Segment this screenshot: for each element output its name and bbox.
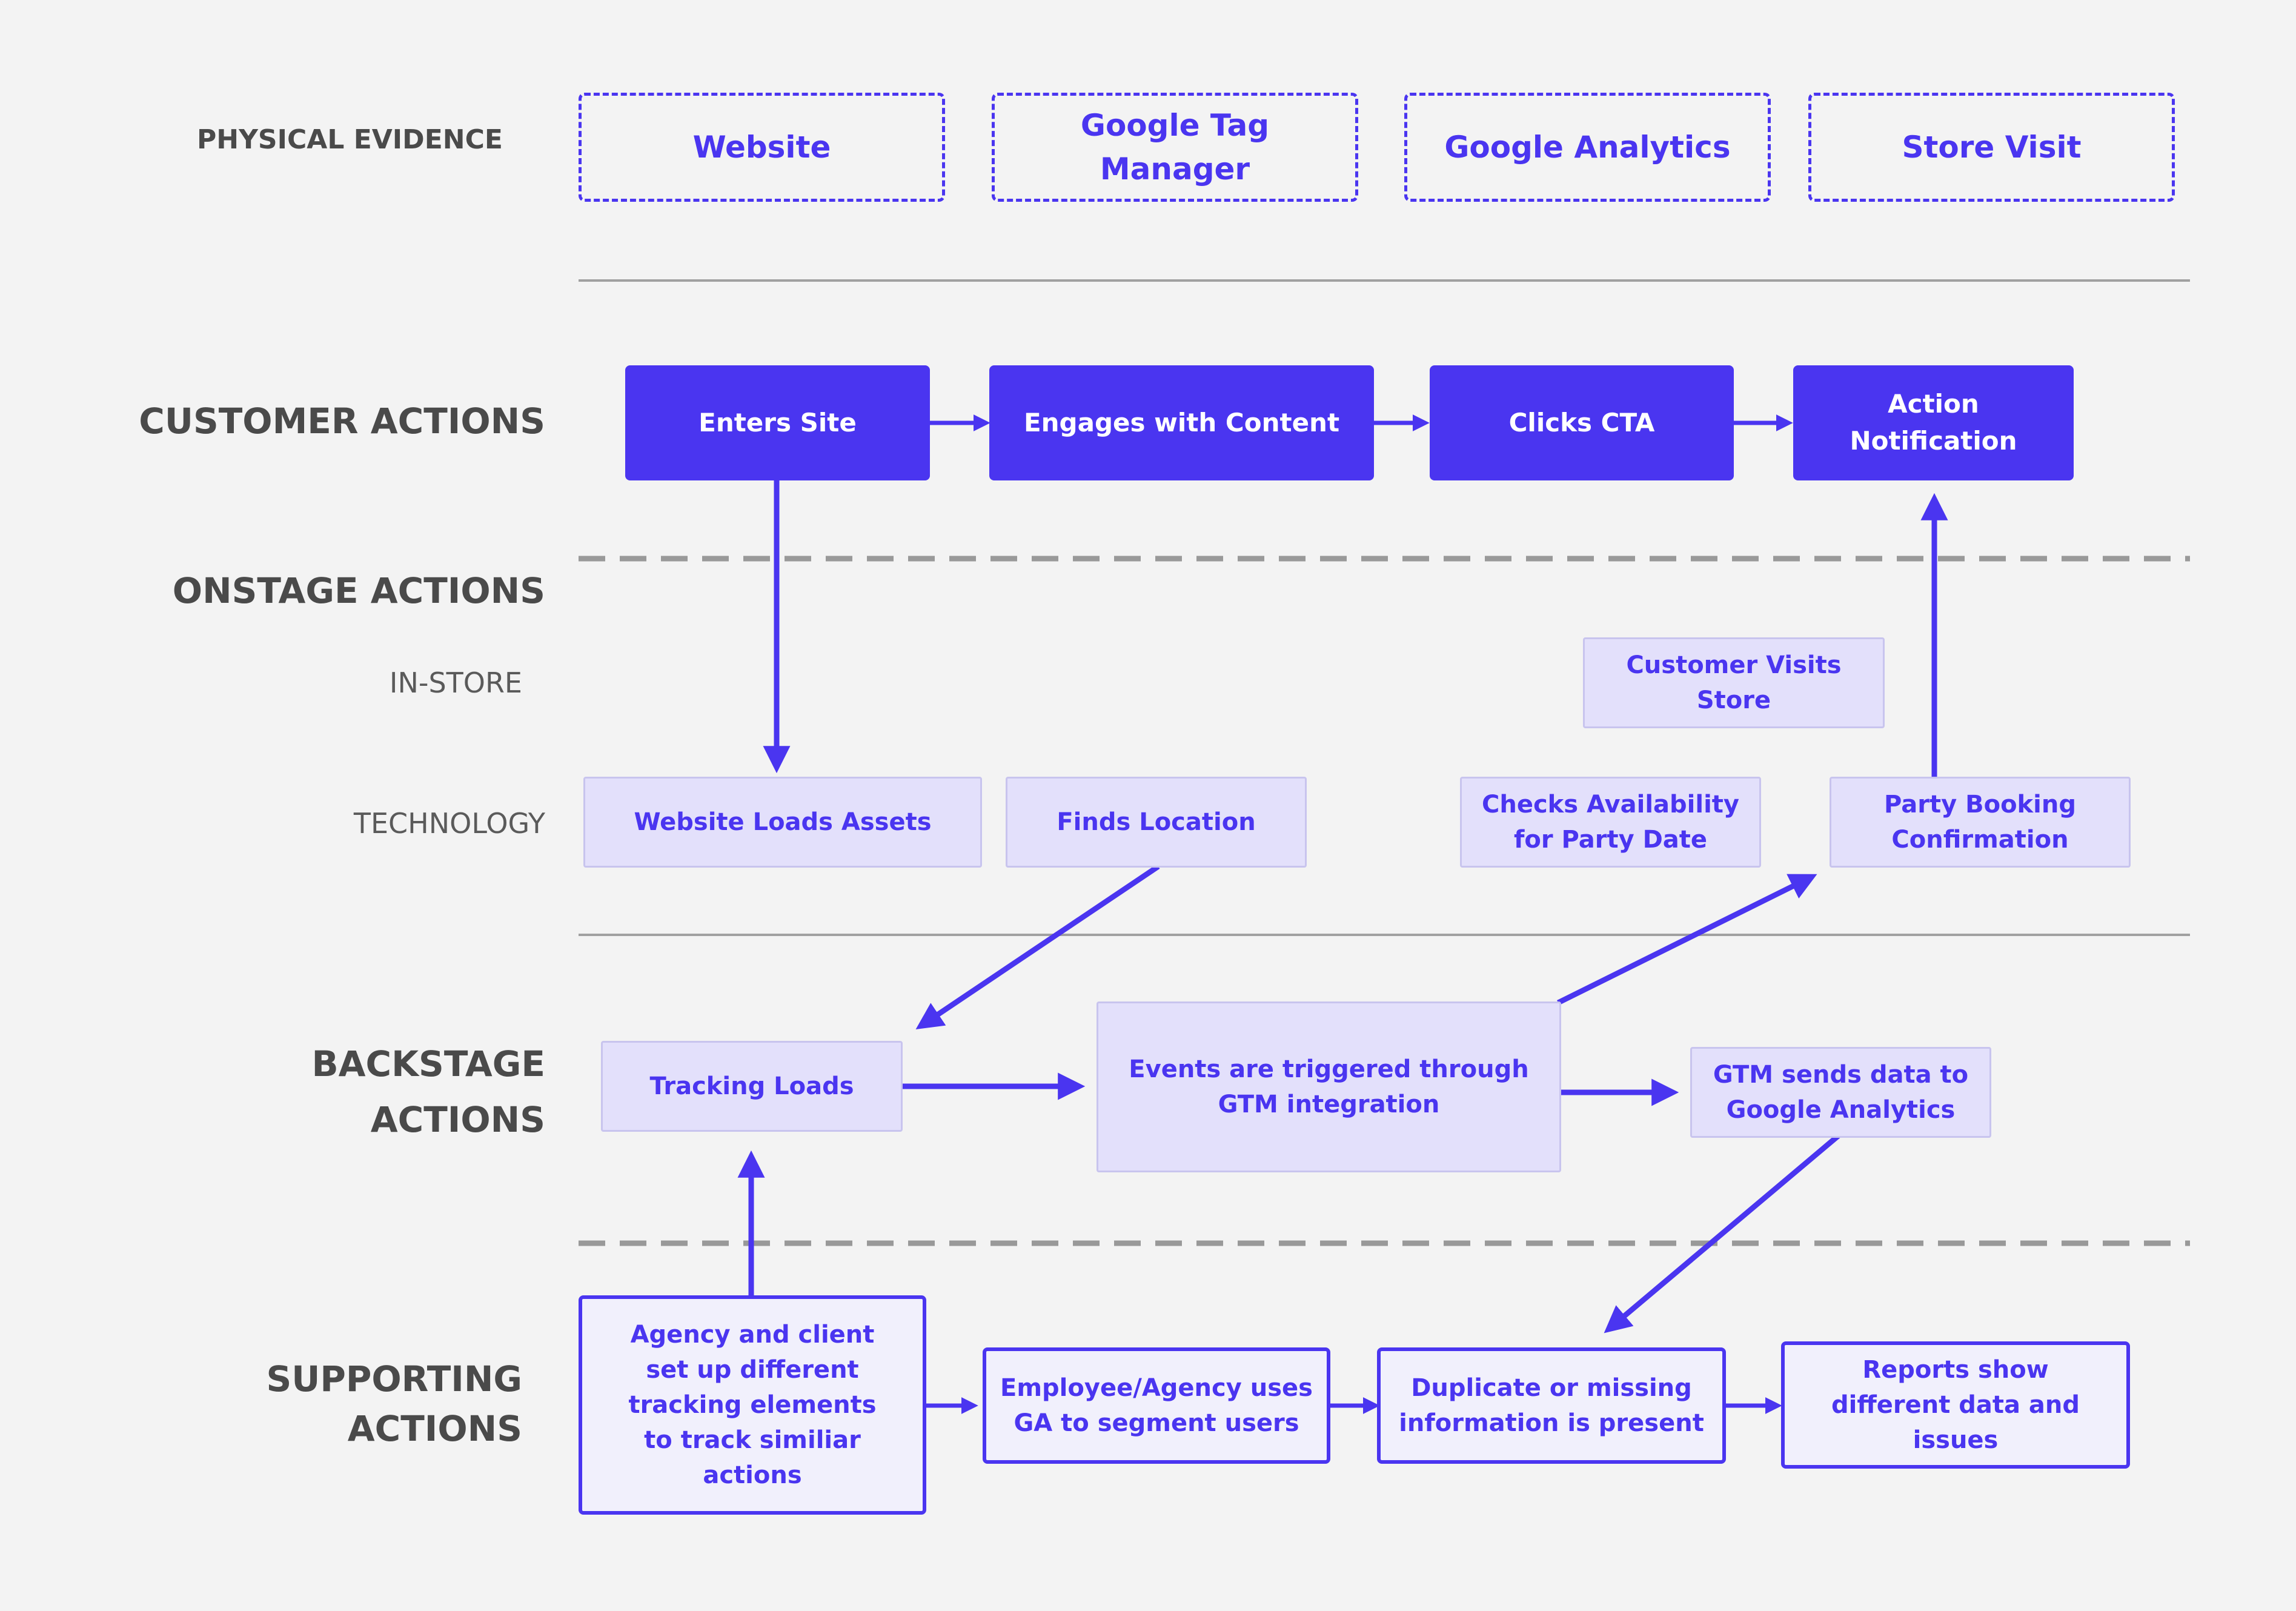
onstage-website-loads-assets[interactable]: Website Loads Assets	[583, 777, 982, 868]
customer-action-engages-with-content[interactable]: Engages with Content	[989, 365, 1374, 480]
lane-label-onstage-actions: ONSTAGE ACTIONS	[172, 570, 545, 611]
lane-label-backstage-line2: ACTIONS	[370, 1099, 545, 1140]
lane-sublabel-in-store: IN-STORE	[389, 666, 522, 699]
arrow-gtm-sends-to-duplicate	[1604, 1131, 1843, 1334]
evidence-google-tag-manager[interactable]: Google Tag Manager	[992, 93, 1358, 202]
lane-label-supporting-line2: ACTIONS	[347, 1408, 522, 1449]
customer-action-enters-site[interactable]: Enters Site	[625, 365, 930, 480]
lane-label-backstage-actions: BACKSTAGE ACTIONS	[311, 1036, 545, 1148]
lane-label-supporting-actions: SUPPORTING ACTIONS	[266, 1354, 522, 1453]
lane-label-backstage-line1: BACKSTAGE	[311, 1043, 545, 1085]
lane-sublabel-technology: TECHNOLOGY	[353, 807, 545, 840]
arrow-events-to-party-booking	[1556, 874, 1817, 1006]
supporting-reports-show[interactable]: Reports show different data and issues	[1781, 1341, 2130, 1469]
backstage-gtm-sends-data[interactable]: GTM sends data to Google Analytics	[1690, 1047, 1991, 1138]
evidence-store-visit[interactable]: Store Visit	[1808, 93, 2175, 202]
lane-label-customer-actions: CUSTOMER ACTIONS	[139, 400, 545, 442]
onstage-customer-visits-store[interactable]: Customer Visits Store	[1583, 637, 1885, 728]
supporting-agency-setup[interactable]: Agency and client set up different track…	[579, 1295, 926, 1515]
arrow-finds-location-to-tracking	[915, 864, 1160, 1030]
lane-label-physical-evidence: PHYSICAL EVIDENCE	[197, 124, 503, 155]
evidence-website[interactable]: Website	[579, 93, 945, 202]
lane-label-supporting-line1: SUPPORTING	[266, 1358, 522, 1400]
supporting-employee-uses-ga[interactable]: Employee/Agency uses GA to segment users	[983, 1347, 1330, 1464]
backstage-events-triggered[interactable]: Events are triggered through GTM integra…	[1097, 1001, 1561, 1172]
onstage-finds-location[interactable]: Finds Location	[1006, 777, 1307, 868]
onstage-party-booking-confirmation[interactable]: Party Booking Confirmation	[1830, 777, 2131, 868]
evidence-google-analytics[interactable]: Google Analytics	[1404, 93, 1771, 202]
onstage-checks-availability[interactable]: Checks Availability for Party Date	[1460, 777, 1761, 868]
customer-action-clicks-cta[interactable]: Clicks CTA	[1430, 365, 1734, 480]
customer-action-action-notification[interactable]: Action Notification	[1793, 365, 2074, 480]
backstage-tracking-loads[interactable]: Tracking Loads	[601, 1041, 903, 1132]
supporting-duplicate-info[interactable]: Duplicate or missing information is pres…	[1377, 1347, 1726, 1464]
